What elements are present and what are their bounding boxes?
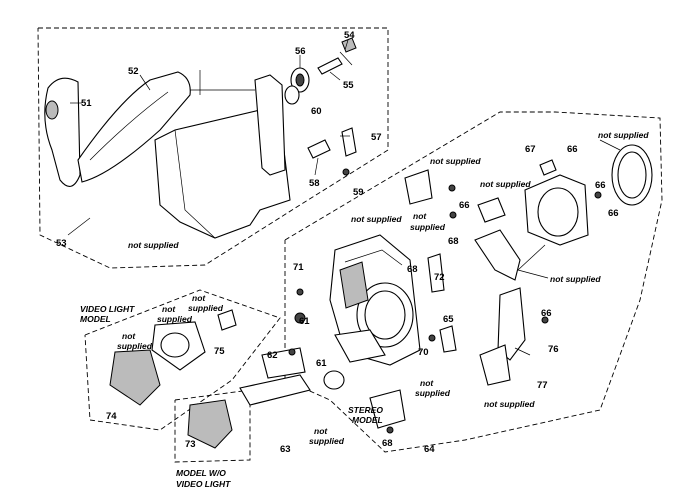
caption-video-light-1: VIDEO LIGHT xyxy=(80,304,135,314)
lens-flange-part xyxy=(524,144,653,246)
label-72: 72 xyxy=(434,272,445,283)
note-not-supplied-bracket: not supplied xyxy=(480,179,531,189)
upper-chassis-bracket xyxy=(154,70,291,239)
hand-strap-part xyxy=(44,71,191,187)
cover-and-mic-parts xyxy=(187,312,345,449)
label-55: 55 xyxy=(343,80,354,91)
caption-wo-light-1: MODEL W/O xyxy=(176,468,226,478)
note-not-label-1: not xyxy=(413,211,427,221)
note-supplied-label-5: supplied xyxy=(415,388,451,398)
label-66-b: 66 xyxy=(567,144,578,155)
label-68-b: 68 xyxy=(407,264,418,275)
zoom-knob-assembly xyxy=(284,37,357,105)
note-not-supplied-lens: not supplied xyxy=(550,274,601,284)
note-not-supplied-cover: not supplied xyxy=(430,156,481,166)
main-body-brackets xyxy=(369,169,526,429)
caption-wo-light-2: VIDEO LIGHT xyxy=(176,479,231,489)
label-61-bottom: 61 xyxy=(316,358,327,369)
note-not-label-4: not xyxy=(122,331,136,341)
label-66-e: 66 xyxy=(541,308,552,319)
note-not-label-2: not xyxy=(192,293,206,303)
note-not-supplied-board: not supplied xyxy=(484,399,535,409)
group-outline-no-light xyxy=(174,389,251,463)
label-54: 54 xyxy=(344,30,355,41)
label-66-d: 66 xyxy=(608,208,619,219)
label-58: 58 xyxy=(309,178,320,189)
label-59: 59 xyxy=(353,187,364,198)
label-67: 67 xyxy=(525,144,536,155)
camera-body-part xyxy=(329,234,421,366)
note-not-label-6: not xyxy=(314,426,328,436)
group-outline-upper xyxy=(37,27,389,269)
label-52: 52 xyxy=(128,66,139,77)
label-71: 71 xyxy=(293,262,304,273)
label-53: 53 xyxy=(56,238,67,249)
label-57: 57 xyxy=(371,132,382,143)
label-56: 56 xyxy=(295,46,306,57)
label-60: 60 xyxy=(311,106,322,117)
label-70: 70 xyxy=(418,347,429,358)
caption-stereo-1: STEREO xyxy=(348,405,383,415)
part-number-labels: 51 52 53 54 55 56 57 58 59 60 61 61 62 6… xyxy=(56,30,619,455)
label-66-a: 66 xyxy=(459,200,470,211)
label-61-top: 61 xyxy=(299,316,310,327)
screws xyxy=(288,184,602,434)
note-supplied-label-2: supplied xyxy=(188,303,224,313)
group-outline-video-light xyxy=(84,289,281,431)
note-supplied-label-4: supplied xyxy=(117,341,153,351)
label-76: 76 xyxy=(548,344,559,355)
model-captions: VIDEO LIGHT MODEL STEREO MODEL MODEL W/O… xyxy=(80,304,383,489)
label-68-a: 68 xyxy=(448,236,459,247)
label-77: 77 xyxy=(537,380,548,391)
label-68-c: 68 xyxy=(382,438,393,449)
label-74: 74 xyxy=(106,411,117,422)
caption-video-light-2: MODEL xyxy=(80,314,111,324)
note-supplied-label-1: supplied xyxy=(410,222,446,232)
not-supplied-notes: not supplied not supplied not supplied n… xyxy=(117,130,649,446)
note-not-label-5: not xyxy=(420,378,434,388)
label-63: 63 xyxy=(280,444,291,455)
leader-lines xyxy=(67,39,621,356)
label-75: 75 xyxy=(214,346,225,357)
note-not-label-3: not xyxy=(162,304,176,314)
note-supplied-label-6: supplied xyxy=(309,436,345,446)
label-51: 51 xyxy=(81,98,92,109)
label-62: 62 xyxy=(267,350,278,361)
note-supplied-label-3: supplied xyxy=(157,314,193,324)
caption-stereo-2: MODEL xyxy=(352,415,383,425)
lever-parts xyxy=(307,127,357,176)
label-65: 65 xyxy=(443,314,454,325)
label-66-c: 66 xyxy=(595,180,606,191)
group-outline-main xyxy=(284,111,663,453)
label-64: 64 xyxy=(424,444,435,455)
note-not-supplied-body: not supplied xyxy=(351,214,402,224)
note-not-supplied-chassis: not supplied xyxy=(128,240,179,250)
note-not-supplied-ring: not supplied xyxy=(598,130,649,140)
video-light-parts xyxy=(109,309,237,406)
label-73: 73 xyxy=(185,439,196,450)
